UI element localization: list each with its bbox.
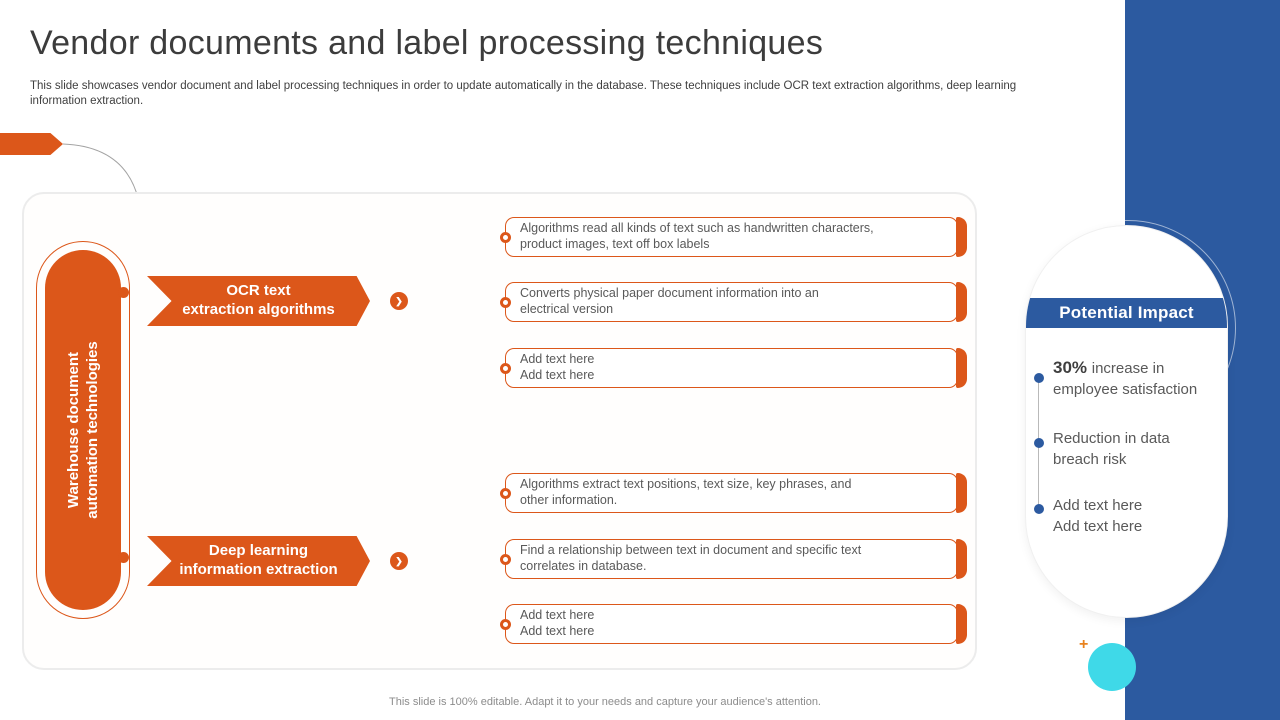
text-box-content: Add text here Add text here — [520, 608, 595, 638]
text-box: Algorithms extract text positions, text … — [500, 473, 967, 513]
side-label-text: Warehouse document automation technologi… — [64, 341, 102, 519]
connector-ring-icon — [500, 231, 511, 243]
technique-banner-deep-learning: Deep learning information extraction — [147, 536, 370, 586]
slide-description: This slide showcases vendor document and… — [30, 80, 1017, 108]
page-title: Vendor documents and label processing te… — [30, 24, 824, 62]
box-edge-cap — [956, 604, 967, 644]
text-box: Algorithms read all kinds of text such a… — [500, 217, 967, 257]
connector-ring-icon — [500, 487, 511, 499]
impact-item-placeholder: Add text here Add text here — [1053, 496, 1213, 537]
text-box-placeholder: Add text here Add text here — [500, 348, 967, 388]
connector-ring-icon — [500, 362, 511, 374]
pill-dot-top — [118, 287, 129, 298]
text-box-content: Find a relationship between text in docu… — [520, 543, 862, 573]
chevron-circle-icon: ❯ — [390, 552, 408, 570]
pennant-arrow-shape — [0, 133, 63, 155]
text-box: Find a relationship between text in docu… — [500, 539, 967, 579]
connector-ring-icon — [500, 296, 511, 308]
impact-text: Add text here Add text here — [1053, 497, 1143, 535]
chevron-circle-icon: ❯ — [390, 292, 408, 310]
footer-note: This slide is 100% editable. Adapt it to… — [389, 696, 821, 708]
impact-text: Reduction in data breach risk — [1053, 430, 1170, 468]
box-edge-cap — [956, 348, 967, 388]
side-label-pill: Warehouse document automation technologi… — [45, 250, 121, 610]
connector-ring-icon — [500, 618, 511, 630]
impact-text: increase in employee satisfaction — [1053, 360, 1198, 398]
box-edge-cap — [956, 539, 967, 579]
text-box: Converts physical paper document informa… — [500, 282, 967, 322]
plus-icon: + — [1079, 636, 1089, 653]
impact-highlight: 30% — [1053, 358, 1092, 377]
potential-impact-card: Potential Impact 30% increase in employe… — [1025, 225, 1228, 618]
cyan-circle-decoration — [1088, 643, 1136, 691]
bullet-dot-icon — [1034, 438, 1044, 448]
impact-item: Reduction in data breach risk — [1053, 429, 1213, 470]
pill-dot-bottom — [118, 552, 129, 563]
text-box-content: Converts physical paper document informa… — [520, 286, 819, 316]
box-edge-cap — [956, 217, 967, 257]
text-box-placeholder: Add text here Add text here — [500, 604, 967, 644]
text-box-content: Add text here Add text here — [520, 352, 595, 382]
box-edge-cap — [956, 282, 967, 322]
text-box-content: Algorithms read all kinds of text such a… — [520, 221, 874, 251]
technique-banner-ocr: OCR text extraction algorithms — [147, 276, 370, 326]
potential-impact-title: Potential Impact — [1026, 298, 1227, 328]
impact-item: 30% increase in employee satisfaction — [1053, 356, 1213, 400]
bullet-dot-icon — [1034, 504, 1044, 514]
bullet-dot-icon — [1034, 373, 1044, 383]
diagram-panel — [22, 192, 977, 670]
text-box-content: Algorithms extract text positions, text … — [520, 477, 852, 507]
box-edge-cap — [956, 473, 967, 513]
side-label-outline — [36, 241, 130, 619]
connector-ring-icon — [500, 553, 511, 565]
